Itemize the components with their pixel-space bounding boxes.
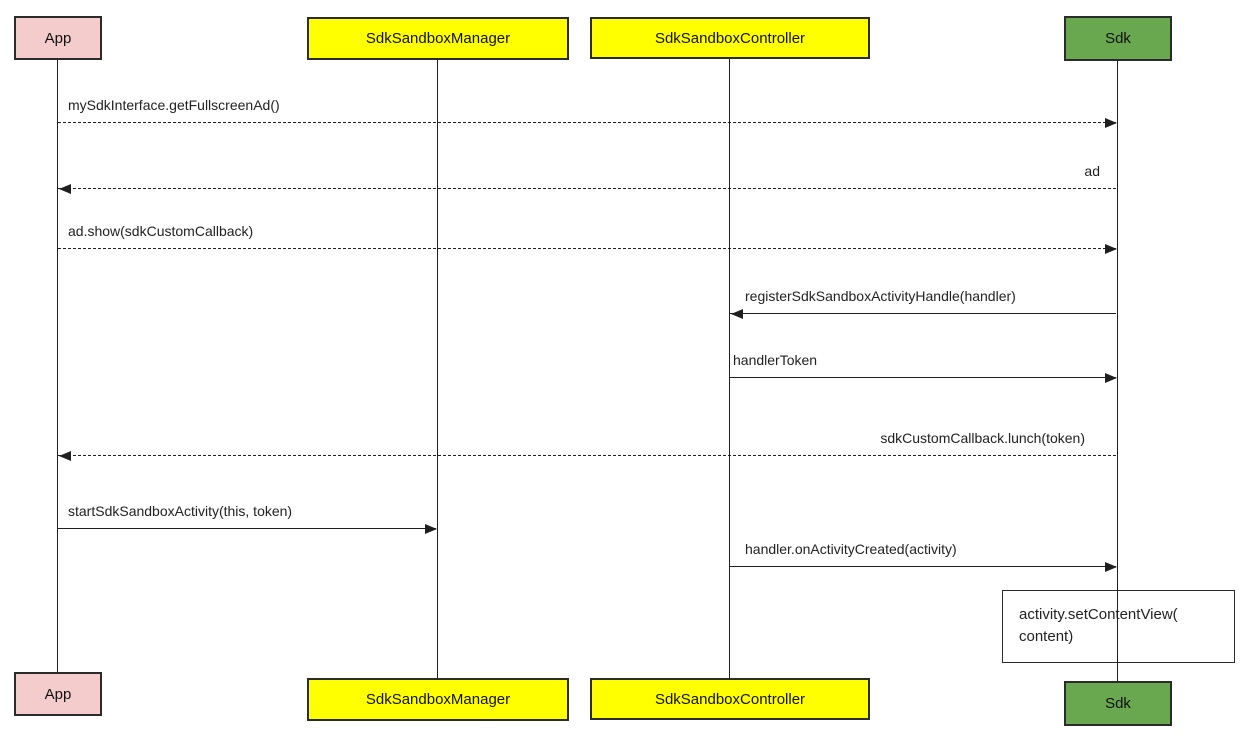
arrowhead-7 [425,524,437,534]
message-label-3: ad.show(sdkCustomCallback) [68,223,254,239]
actor-label: App [44,29,72,47]
lifeline-controller [729,57,730,680]
message-line-1 [58,122,1116,123]
actor-box-app-bottom: App [14,672,102,716]
actor-box-manager-top: SdkSandboxManager [307,17,569,60]
actor-box-controller-top: SdkSandboxController [590,17,870,59]
actor-box-app-top: App [14,16,102,60]
actor-box-sdk-top: Sdk [1064,16,1172,61]
message-label-8: handler.onActivityCreated(activity) [745,541,957,557]
arrowhead-5 [1105,373,1117,383]
arrowhead-2 [59,184,71,194]
arrowhead-1 [1105,118,1117,128]
actor-label: SdkSandboxController [654,29,806,47]
message-label-2: ad [1084,163,1100,179]
actor-label: Sdk [1105,695,1131,712]
actor-box-sdk-bottom: Sdk [1064,681,1172,726]
message-line-7 [58,528,436,529]
message-label-6: sdkCustomCallback.lunch(token) [880,430,1085,446]
actor-box-manager-bottom: SdkSandboxManager [307,678,569,721]
message-line-3 [58,248,1116,249]
lifeline-sdk [1117,59,1118,683]
arrowhead-4 [731,309,743,319]
actor-box-controller-bottom: SdkSandboxController [590,678,870,720]
arrowhead-8 [1105,562,1117,572]
message-label-4: registerSdkSandboxActivityHandle(handler… [745,288,1016,304]
message-label-1: mySdkInterface.getFullscreenAd() [68,97,280,113]
message-line-5 [730,377,1116,378]
actor-label: SdkSandboxController [654,690,806,708]
lifeline-app [57,58,58,674]
message-line-4 [730,313,1116,314]
message-label-5: handlerToken [733,352,818,368]
message-line-2 [58,188,1116,189]
arrowhead-6 [59,451,71,461]
note-line: activity.setContentView( [1019,606,1178,623]
arrowhead-3 [1105,244,1117,254]
message-label-7: startSdkSandboxActivity(this, token) [68,503,293,519]
actor-label: SdkSandboxManager [365,691,511,708]
message-line-6 [58,455,1116,456]
actor-label: Sdk [1105,30,1131,47]
actor-label: SdkSandboxManager [365,30,511,47]
message-line-8 [730,566,1116,567]
note-box-set-content-view: activity.setContentView( content) [1002,590,1235,663]
lifeline-manager [437,58,438,680]
actor-label: App [44,685,72,703]
note-line: content) [1019,627,1074,645]
